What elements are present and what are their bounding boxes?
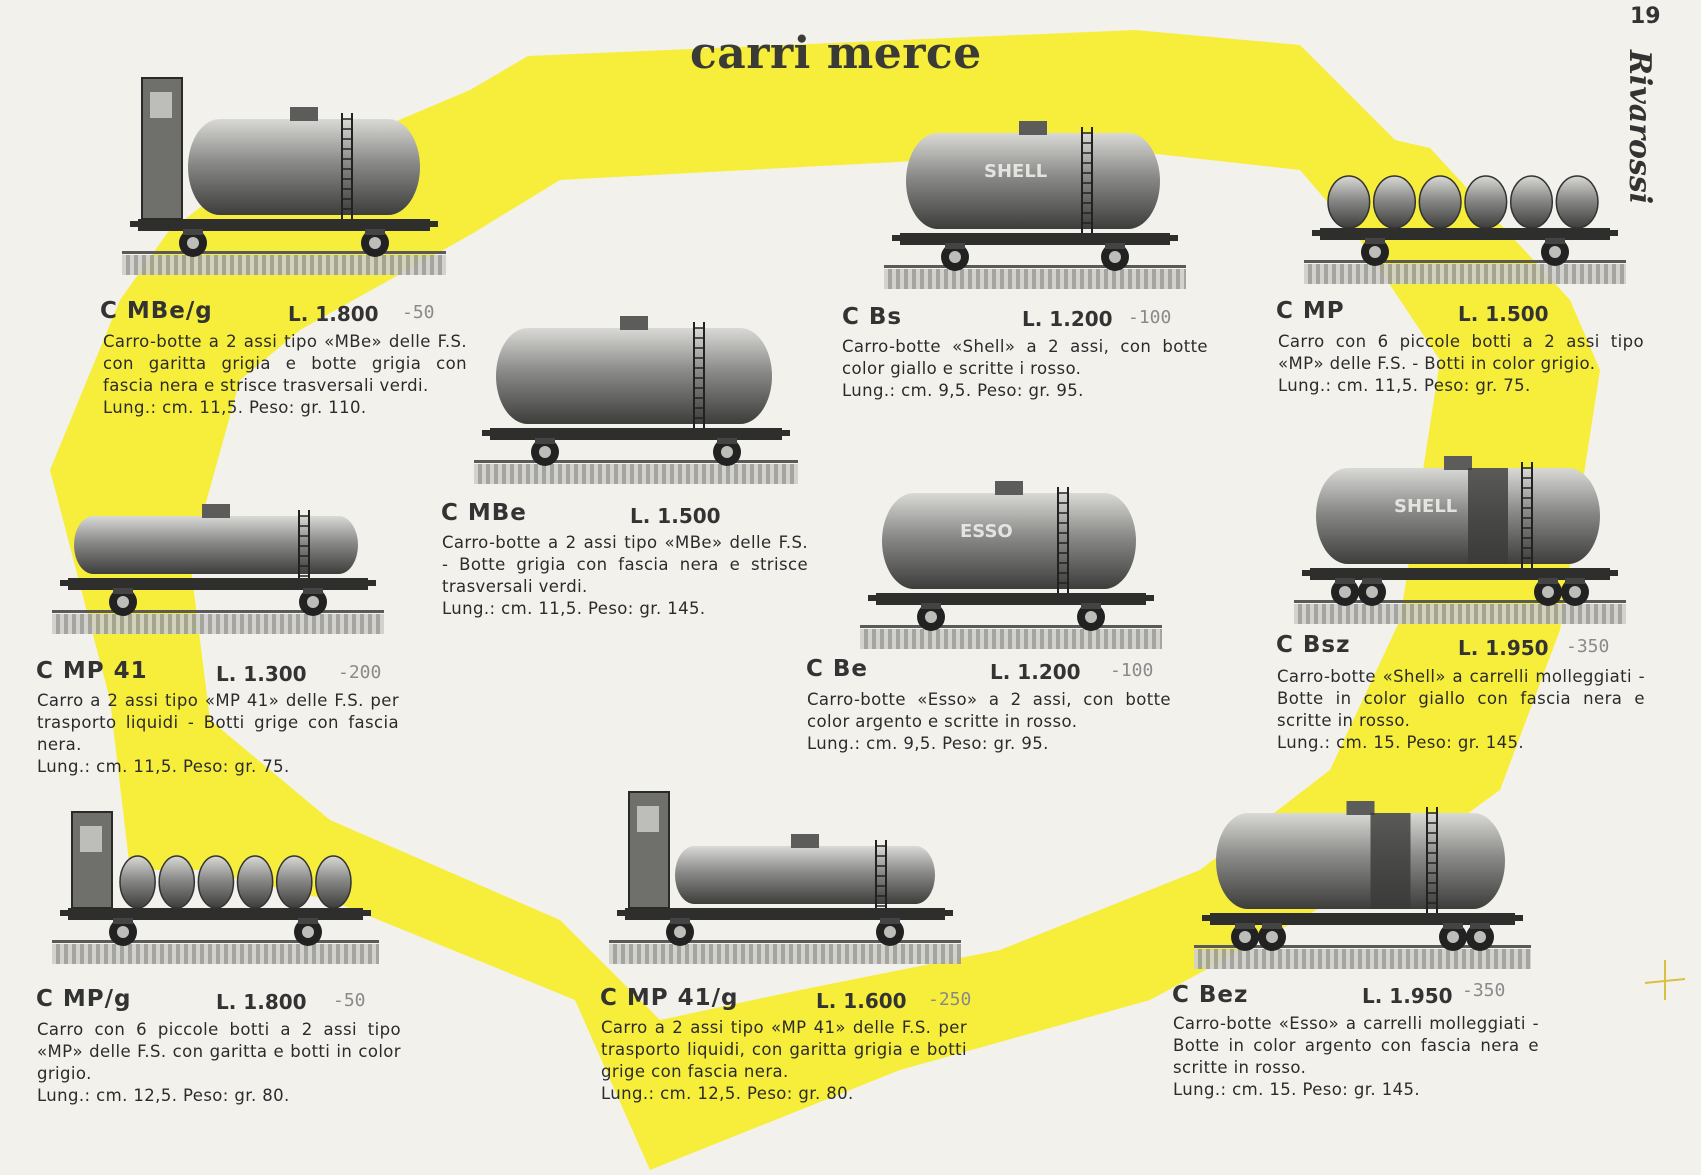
item-code: C MP	[1276, 298, 1345, 324]
item-price: L. 1.800	[288, 302, 379, 326]
wagon-photo-c-mp-g	[52, 811, 379, 964]
item-dimensions: Lung.: cm. 11,5. Peso: gr. 145.	[442, 599, 706, 618]
item-description: Carro a 2 assi tipo «MP 41» delle F.S. p…	[37, 691, 399, 776]
wagon-photo-c-mbe	[474, 316, 798, 484]
item-dimensions: Lung.: cm. 15. Peso: gr. 145.	[1277, 733, 1525, 752]
page-number: 19	[1630, 4, 1661, 29]
item-dimensions: Lung.: cm. 9,5. Peso: gr. 95.	[807, 734, 1049, 753]
item-dimensions: Lung.: cm. 11,5. Peso: gr. 75.	[37, 757, 290, 776]
item-code: C MP 41/g	[600, 985, 739, 1011]
item-description: Carro-botte a 2 assi tipo «MBe» delle F.…	[103, 332, 467, 417]
wagon-photo-c-bez	[1194, 801, 1531, 969]
svg-text:SHELL: SHELL	[1394, 496, 1457, 517]
item-code: C Be	[806, 656, 869, 682]
handwritten-discount: -50	[402, 302, 435, 323]
item-dimensions: Lung.: cm. 15. Peso: gr. 145.	[1173, 1080, 1421, 1099]
item-price: L. 1.500	[1458, 302, 1549, 326]
svg-text:SHELL: SHELL	[984, 161, 1047, 182]
item-description: Carro con 6 piccole botti a 2 assi tipo …	[1278, 332, 1644, 395]
item-code: C MP 41	[36, 658, 148, 684]
wagon-photo-c-mp	[1304, 175, 1626, 284]
item-description: Carro-botte a 2 assi tipo «MBe» delle F.…	[442, 533, 808, 618]
handwritten-discount: -350	[1462, 980, 1506, 1001]
item-code: C Bsz	[1276, 632, 1351, 658]
item-dimensions: Lung.: cm. 11,5. Peso: gr. 110.	[103, 398, 367, 417]
item-code: C Bez	[1172, 982, 1249, 1008]
wagon-photo-c-mbe-g	[122, 77, 446, 275]
wagon-photo-c-bsz: SHELL	[1294, 456, 1626, 624]
item-code: C MBe	[441, 500, 527, 526]
item-code: C MP/g	[36, 986, 132, 1012]
item-price: L. 1.800	[216, 990, 307, 1014]
item-description: Carro-botte «Esso» a carrelli molleggiat…	[1173, 1014, 1539, 1099]
wagon-photo-c-mp-41-g	[609, 791, 961, 964]
item-dimensions: Lung.: cm. 9,5. Peso: gr. 95.	[842, 381, 1084, 400]
item-price: L. 1.950	[1362, 984, 1453, 1008]
item-price: L. 1.950	[1458, 636, 1549, 660]
pencil-cross-mark	[1644, 960, 1686, 1000]
item-dimensions: Lung.: cm. 12,5. Peso: gr. 80.	[601, 1084, 854, 1103]
handwritten-discount: -100	[1128, 307, 1172, 328]
svg-text:ESSO: ESSO	[960, 521, 1013, 542]
item-price: L. 1.300	[216, 662, 307, 686]
brand-logo: Rivarossi	[1622, 50, 1657, 205]
item-description: Carro a 2 assi tipo «MP 41» delle F.S. p…	[601, 1018, 967, 1103]
page-title: carri merce	[690, 28, 982, 79]
handwritten-discount: -100	[1110, 660, 1154, 681]
handwritten-discount: -350	[1566, 636, 1610, 657]
item-price: L. 1.200	[990, 660, 1081, 684]
handwritten-discount: -200	[338, 662, 382, 683]
handwritten-discount: -50	[333, 990, 366, 1011]
wagon-photo-c-bs: SHELL	[884, 121, 1186, 289]
item-description: Carro con 6 piccole botti a 2 assi tipo …	[37, 1020, 401, 1105]
item-description: Carro-botte «Shell» a 2 assi, con botte …	[842, 337, 1208, 400]
item-price: L. 1.500	[630, 504, 721, 528]
item-price: L. 1.600	[816, 989, 907, 1013]
item-description: Carro-botte «Shell» a carrelli molleggia…	[1277, 667, 1645, 752]
wagon-photo-c-be: ESSO	[860, 481, 1162, 649]
item-code: C MBe/g	[100, 298, 213, 324]
item-dimensions: Lung.: cm. 11,5. Peso: gr. 75.	[1278, 376, 1531, 395]
item-price: L. 1.200	[1022, 307, 1113, 331]
item-dimensions: Lung.: cm. 12,5. Peso: gr. 80.	[37, 1086, 290, 1105]
wagon-photo-c-mp-41	[52, 504, 384, 634]
handwritten-discount: -250	[928, 989, 972, 1010]
item-code: C Bs	[842, 304, 903, 330]
item-description: Carro-botte «Esso» a 2 assi, con botte c…	[807, 690, 1171, 753]
